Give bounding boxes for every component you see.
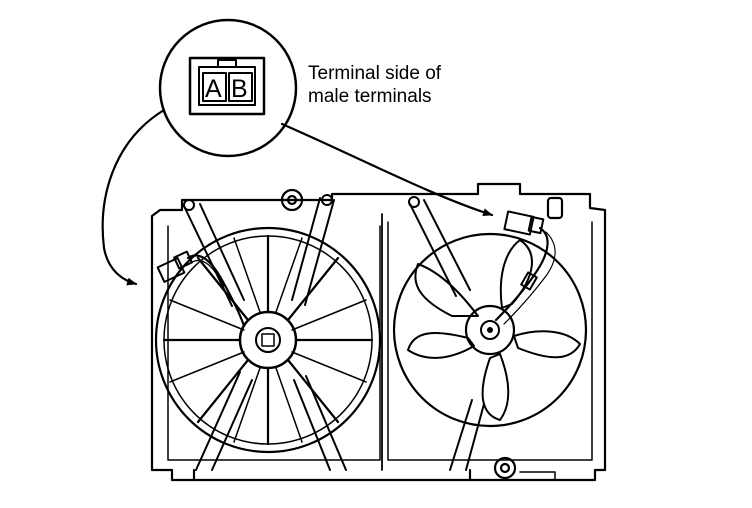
- left-fan-connector: [156, 250, 246, 328]
- right-fan: [392, 196, 588, 471]
- terminal-a-label: A: [205, 75, 222, 103]
- connector-callout: A B: [158, 18, 298, 158]
- radiator-frame: [150, 182, 607, 482]
- caption-line-1: Terminal side of: [308, 63, 442, 84]
- terminal-b-label: B: [231, 75, 248, 103]
- callout-circle: [158, 18, 298, 158]
- right-fan-shroud-ring: [392, 232, 588, 428]
- leader-arrow-right: [280, 122, 494, 217]
- left-fan-shroud-ring: [154, 226, 382, 454]
- left-fan-motor: [238, 310, 298, 370]
- connector-caption: Terminal side of male terminals: [308, 62, 568, 108]
- left-fan-spokes: [162, 234, 374, 446]
- right-fan-blades: [407, 239, 581, 421]
- connector-face-icon: A B: [188, 56, 266, 116]
- leader-arrow-left: [101, 108, 166, 286]
- caption-line-2: male terminals: [308, 86, 432, 107]
- right-fan-connector: [494, 210, 556, 325]
- left-fan: [154, 194, 382, 471]
- right-fan-hub: [464, 304, 516, 356]
